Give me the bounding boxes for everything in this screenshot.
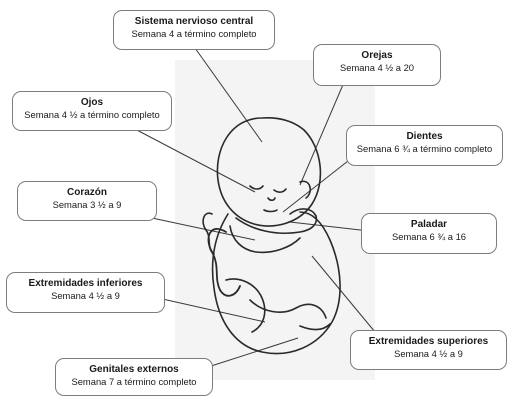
label-palate: Paladar Semana 6 ¾ a 16 — [361, 213, 497, 254]
label-title: Orejas — [314, 49, 440, 62]
label-detail: Semana 6 ¾ a 16 — [362, 231, 496, 243]
label-heart: Corazón Semana 3 ½ a 9 — [17, 181, 157, 221]
label-title: Ojos — [13, 96, 171, 109]
label-detail: Semana 4 ½ a término completo — [13, 109, 171, 121]
fetus-eye-right — [274, 189, 286, 192]
label-title: Dientes — [347, 130, 502, 143]
label-external-genitals: Genitales externos Semana 7 a término co… — [55, 358, 213, 396]
label-detail: Semana 4 ½ a 20 — [314, 62, 440, 74]
connector-cns — [195, 48, 262, 142]
fetus-foot — [300, 324, 330, 330]
label-upper-limbs: Extremidades superiores Semana 4 ½ a 9 — [350, 330, 507, 370]
fetus-ear — [300, 181, 310, 198]
label-detail: Semana 4 ½ a 9 — [351, 348, 506, 360]
label-detail: Semana 7 a término completo — [56, 376, 212, 388]
label-detail: Semana 4 ½ a 9 — [7, 290, 164, 302]
label-detail: Semana 6 ¾ a término completo — [347, 143, 502, 155]
label-title: Corazón — [18, 186, 156, 199]
label-detail: Semana 3 ½ a 9 — [18, 199, 156, 211]
label-title: Sistema nervioso central — [114, 15, 274, 28]
fetus-eye-left — [250, 186, 263, 189]
label-ears: Orejas Semana 4 ½ a 20 — [313, 44, 441, 86]
label-detail: Semana 4 a término completo — [114, 28, 274, 40]
connector-lower-limbs — [158, 298, 265, 322]
label-lower-limbs: Extremidades inferiores Semana 4 ½ a 9 — [6, 272, 165, 313]
label-title: Extremidades inferiores — [7, 277, 164, 290]
label-title: Genitales externos — [56, 363, 212, 376]
fetus-leg-left — [226, 279, 265, 332]
label-title: Paladar — [362, 218, 496, 231]
label-teeth: Dientes Semana 6 ¾ a término completo — [346, 125, 503, 166]
label-central-nervous-system: Sistema nervioso central Semana 4 a térm… — [113, 10, 275, 50]
connector-upper-limbs — [312, 256, 380, 338]
label-eyes: Ojos Semana 4 ½ a término completo — [12, 91, 172, 131]
fetus-arm-upper — [236, 216, 316, 233]
label-title: Extremidades superiores — [351, 335, 506, 348]
